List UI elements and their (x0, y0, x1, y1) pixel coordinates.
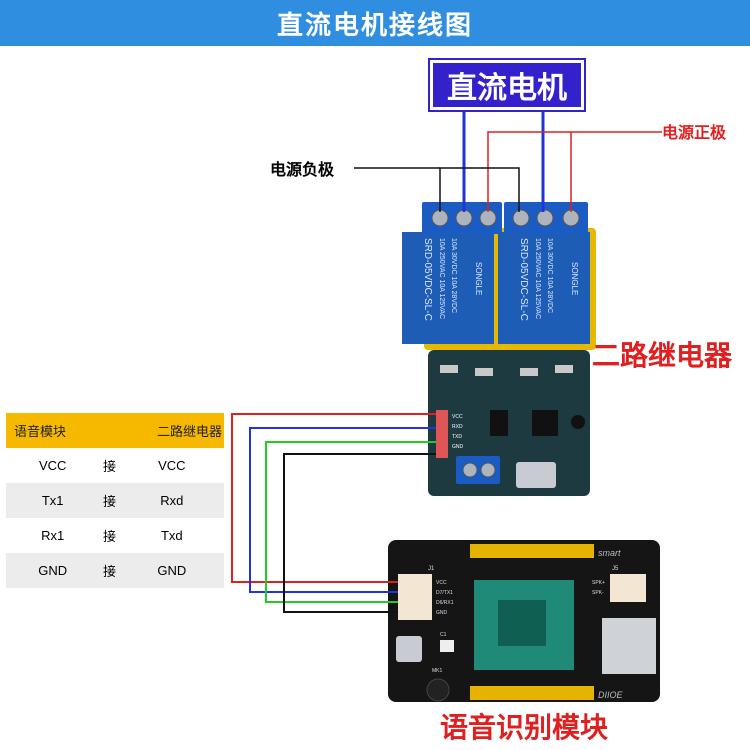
wire-tx-rx (249, 427, 436, 593)
table-cell: VCC (6, 448, 100, 483)
table-cell: Rxd (119, 483, 224, 518)
voice-pin-rx1: D6/RX1 (436, 600, 454, 606)
screw-4 (512, 209, 530, 227)
table-header-cell (99, 413, 120, 448)
relay-2-rating-1: 10A 250VAC 10A 125VAC (534, 238, 541, 319)
spk-plus-label: SPK+ (592, 580, 605, 586)
microphone (426, 678, 450, 702)
motor-label: 直流电机 (447, 71, 567, 106)
power-positive-wire-1 (487, 131, 662, 212)
asr-chip (498, 600, 546, 646)
screw-2 (455, 209, 473, 227)
ic-chip (532, 410, 558, 436)
smd-part (440, 365, 458, 373)
wire-rx-tx (265, 441, 436, 603)
table-cell: 接 (99, 483, 120, 518)
screw-1 (431, 209, 449, 227)
table-cell: Rx1 (6, 518, 100, 553)
table-row: Rx1 接 Txd (6, 518, 224, 553)
smd-part (555, 365, 573, 373)
table-cell: VCC (119, 448, 224, 483)
table-cell: Tx1 (6, 483, 100, 518)
relay-pin-gnd: GND (452, 444, 464, 450)
relay-2 (498, 232, 590, 344)
motor-wires (354, 104, 662, 212)
relay-pin-txd: TXD (452, 434, 462, 440)
voice-pin-gnd: GND (436, 610, 448, 616)
table-cell: 接 (99, 553, 120, 588)
relay-2-rating-2: 10A 30VDC 10A 28VDC (546, 238, 553, 313)
motor-label-box: 直流电机 (428, 58, 586, 112)
pin-header (436, 410, 448, 458)
speaker-connector (610, 574, 646, 602)
screw-5 (536, 209, 554, 227)
voice-j5-label: J5 (612, 566, 619, 572)
table-row: GND 接 GND (6, 553, 224, 588)
spk-minus-label: SPK- (592, 590, 604, 596)
wire-gnd (283, 453, 436, 613)
smd-part (475, 368, 493, 376)
voice-bottom-label: DIIOE (598, 690, 624, 700)
capacitor (440, 640, 454, 652)
screw-6 (562, 209, 580, 227)
relay-pin-vcc: VCC (452, 414, 463, 420)
power-negative-label: 电源负极 (270, 160, 335, 179)
led (571, 415, 585, 429)
relay-label: 二路继电器 (592, 339, 733, 372)
power-screw-1 (462, 462, 478, 478)
title-banner: 直流电机接线图 (0, 0, 750, 46)
voice-top-label: smart (598, 548, 621, 558)
relay-1-rating-1: 10A 250VAC 10A 125VAC (438, 238, 445, 319)
micro-usb-port (396, 636, 422, 662)
table-cell: GND (119, 553, 224, 588)
wire-vcc (231, 413, 436, 583)
relay-2-brand: SONGLE (570, 262, 579, 295)
bottom-header (470, 686, 594, 700)
relay-1-brand: SONGLE (474, 262, 483, 295)
relay-board: SRD-05VDC-SL-C SRD-05VDC-SL-C SONGLE SON… (402, 202, 596, 496)
transistor (490, 410, 508, 436)
voice-pin-vcc: VCC (436, 580, 447, 586)
table-cell: GND (6, 553, 100, 588)
table-cell: 接 (99, 448, 120, 483)
table-header-row: 语音模块 二路继电器 (6, 413, 224, 448)
voice-mic-label: MK1 (432, 668, 443, 674)
voice-j1-label: J1 (428, 566, 435, 572)
table-header-cell: 二路继电器 (119, 413, 224, 448)
table-header-cell: 语音模块 (6, 413, 100, 448)
voice-pin-tx1: D7/TX1 (436, 590, 453, 596)
voice-module: smart DIIOE J1 VCC D7/TX1 D6/RX1 GND SPK… (388, 540, 660, 702)
table-row: VCC 接 VCC (6, 448, 224, 483)
relay-1-rating-2: 10A 30VDC 10A 28VDC (450, 238, 457, 313)
uart-connector (398, 574, 432, 620)
screw-3 (479, 209, 497, 227)
relay-1-model: SRD-05VDC-SL-C (422, 238, 433, 321)
voice-c1-label: C1 (440, 632, 447, 638)
smd-part (520, 368, 538, 376)
relay-pin-rxd: RXD (452, 424, 463, 430)
voice-module-label: 语音识别模块 (440, 711, 609, 744)
table-cell: Txd (119, 518, 224, 553)
power-negative-wire (439, 167, 520, 212)
power-positive-label: 电源正极 (662, 123, 727, 142)
connection-table: 语音模块 二路继电器 VCC 接 VCC Tx1 接 Rxd Rx1 接 Txd… (6, 413, 224, 588)
usb-a-port (602, 618, 656, 674)
table-row: Tx1 接 Rxd (6, 483, 224, 518)
usb-port (516, 462, 556, 488)
power-screw-2 (480, 462, 496, 478)
page-title: 直流电机接线图 (276, 10, 473, 41)
uart-wires (231, 413, 436, 613)
relay-1 (402, 232, 494, 344)
relay-2-model: SRD-05VDC-SL-C (518, 238, 529, 321)
top-header (470, 544, 594, 558)
table-cell: 接 (99, 518, 120, 553)
